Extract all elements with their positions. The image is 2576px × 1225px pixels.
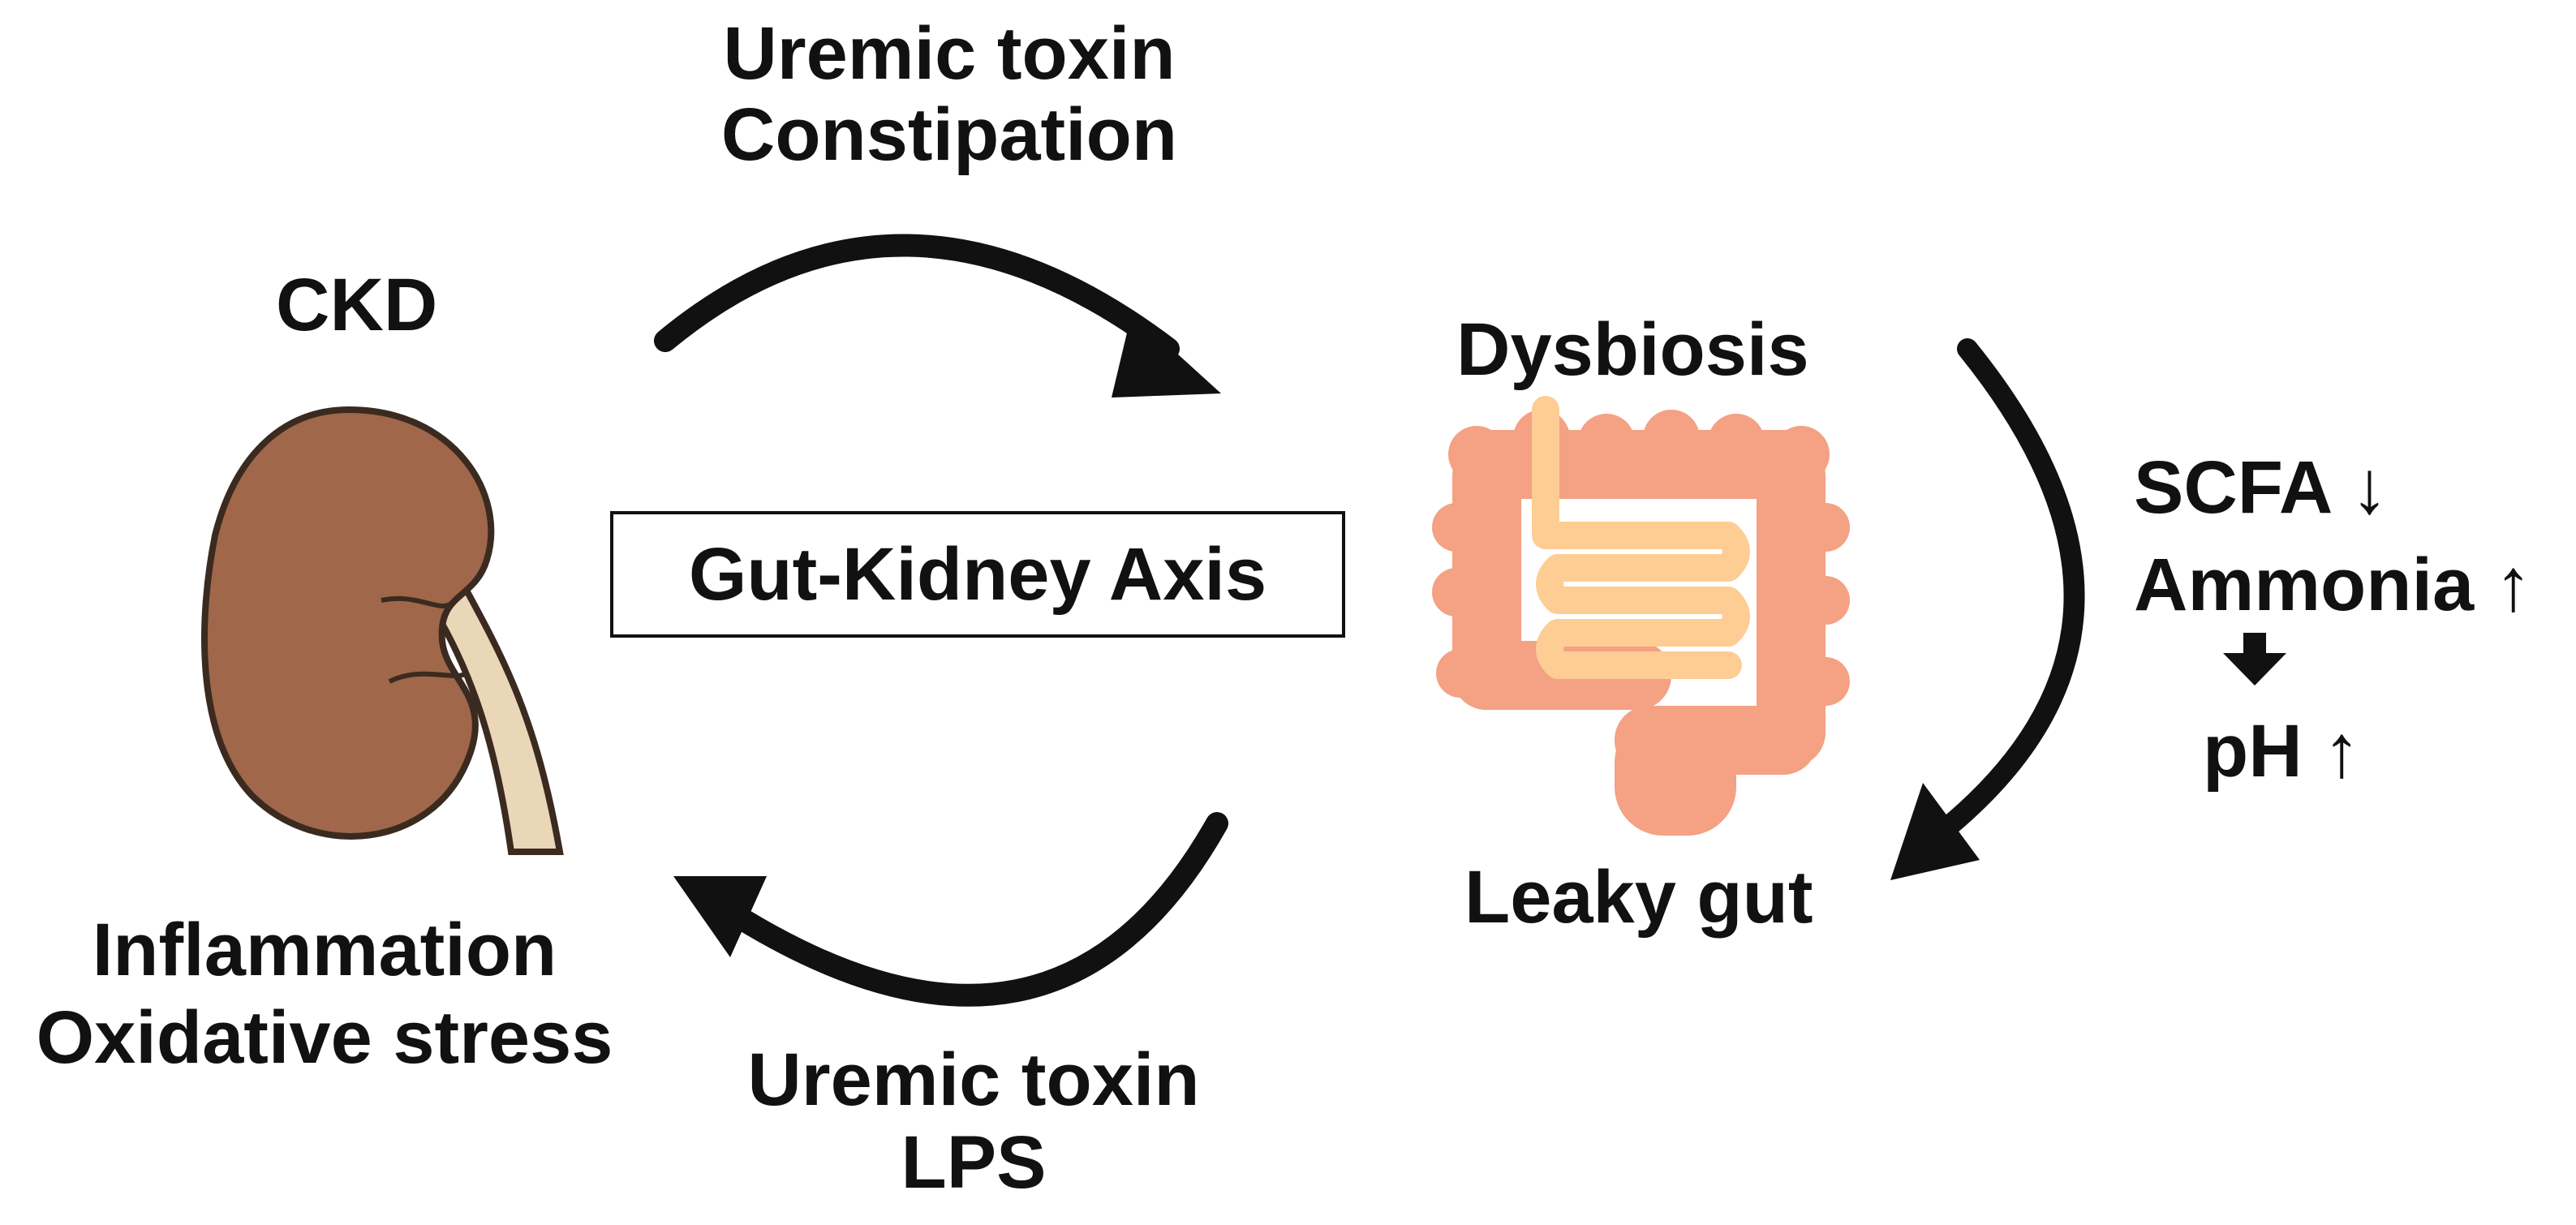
bottom-curved-arrow xyxy=(673,812,1228,1007)
bottom-arrow-label-line1: Uremic toxin xyxy=(747,1038,1200,1121)
bottom-arrow-label-line2: LPS xyxy=(901,1121,1047,1204)
ph-label: pH ↑ xyxy=(2203,710,2361,793)
ckd-effects-line1: Inflammation xyxy=(92,909,557,991)
ckd-effects: Inflammation Oxidative stress xyxy=(0,913,649,1075)
gut-kidney-axis-box: Gut-Kidney Axis xyxy=(610,511,1345,638)
top-curved-arrow xyxy=(654,234,1221,398)
leaky-gut-label: Leaky gut xyxy=(1464,856,1813,939)
kidney-icon xyxy=(201,406,564,855)
down-arrow-icon xyxy=(2223,633,2286,686)
right-curved-arrow xyxy=(1890,338,2085,880)
top-arrow-label-line1: Uremic toxin xyxy=(723,12,1176,95)
ckd-effects-line2: Oxidative stress xyxy=(36,996,613,1079)
top-arrow-label-line2: Constipation xyxy=(720,93,1178,176)
dysbiosis-label: Dysbiosis xyxy=(1456,308,1809,391)
ammonia-label: Ammonia ↑ xyxy=(2134,544,2532,626)
bottom-arrow-label: Uremic toxin LPS xyxy=(714,1042,1233,1200)
ckd-label: CKD xyxy=(276,264,438,346)
top-arrow-label: Uremic toxin Constipation xyxy=(682,16,1217,172)
intestine-icon xyxy=(1432,396,1850,836)
scfa-label: SCFA ↓ xyxy=(2134,446,2389,529)
